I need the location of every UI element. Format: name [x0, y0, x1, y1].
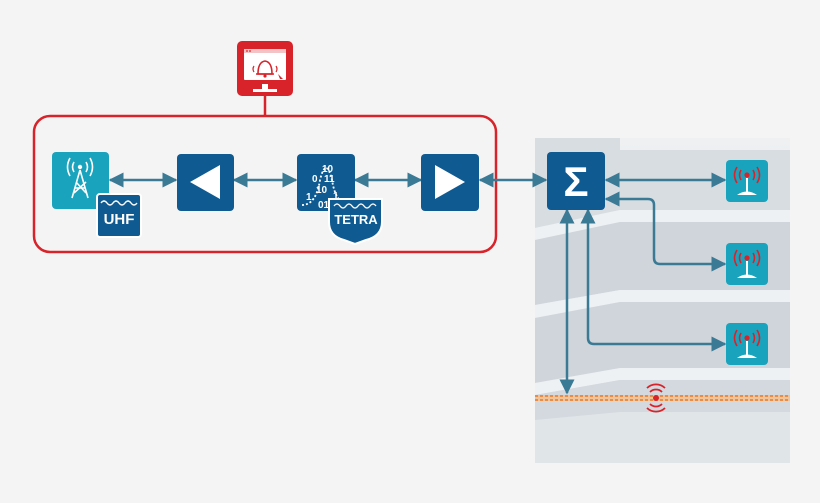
- uhf-badge: UHF: [96, 193, 142, 238]
- indoor-antenna-icon: [726, 323, 768, 365]
- indoor-antenna-icon: [726, 243, 768, 285]
- tetra-badge: TETRA: [328, 198, 383, 246]
- distribution-connectors: [559, 172, 727, 395]
- binary-digit: 10: [322, 164, 334, 175]
- binary-digit: 10: [316, 185, 328, 196]
- leaky-feeder-cable: [535, 395, 790, 401]
- binary-digit: 0: [312, 174, 318, 185]
- combiner-symbol: Σ: [563, 158, 588, 205]
- amplifier-left: [177, 154, 234, 211]
- indoor-antenna-icon: [726, 160, 768, 202]
- binary-digit: 1: [333, 191, 339, 202]
- binary-digit: 11: [324, 174, 335, 185]
- radiating-cable-icon: [646, 383, 666, 413]
- antenna-tower-icon: [52, 152, 109, 209]
- triangle-left-icon: [190, 165, 220, 199]
- triangle-right-icon: [435, 165, 465, 199]
- binary-digit: 1: [306, 192, 312, 203]
- amplifier-right: [421, 154, 479, 211]
- sigma-icon: Σ: [547, 152, 605, 210]
- monitor-alarm-bell-icon: [237, 41, 293, 96]
- uhf-badge-label: UHF: [104, 211, 135, 228]
- binary-digit: 01: [318, 200, 330, 211]
- tetra-badge-label: TETRA: [334, 212, 378, 227]
